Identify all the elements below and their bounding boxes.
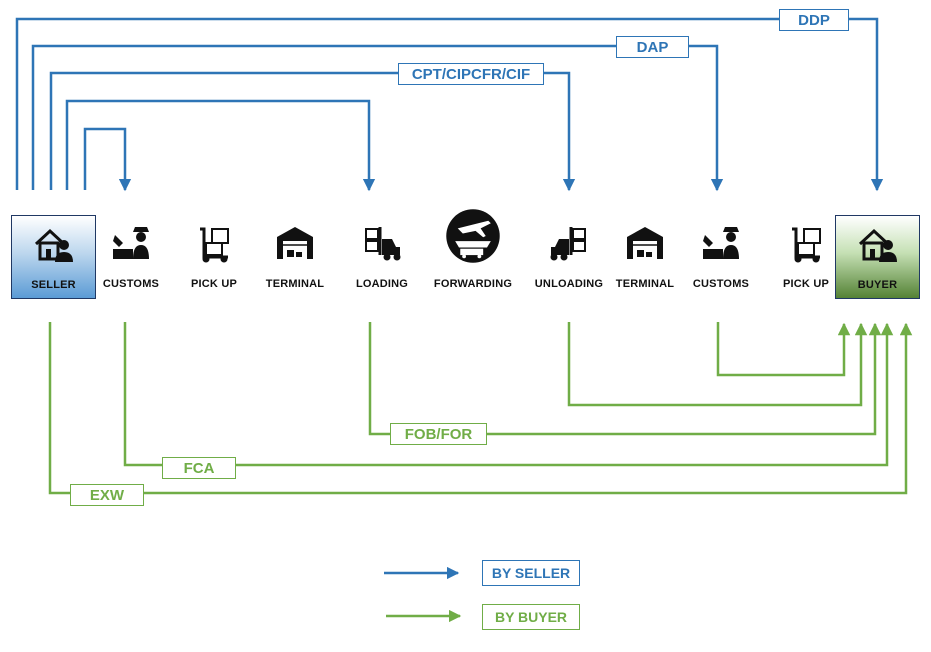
node-label: UNLOADING xyxy=(534,278,604,290)
node-label: TERMINAL xyxy=(265,278,325,290)
loading-seller-line xyxy=(65,99,376,192)
node-label: PICK UP xyxy=(190,278,238,290)
pickup-destination-node: PICK UP xyxy=(773,215,839,299)
seller-node: SELLER xyxy=(11,215,96,299)
plane-ship-truck-icon xyxy=(446,209,500,263)
seller-house-person-icon xyxy=(34,228,73,262)
node-label: SELLER xyxy=(31,279,76,291)
ddp-line xyxy=(15,17,884,192)
hand-truck-icon xyxy=(200,227,229,263)
legend-by-buyer: BY BUYER xyxy=(482,604,580,630)
node-label: CUSTOMS xyxy=(692,278,750,290)
buyer-house-person-icon xyxy=(858,228,897,262)
fob-for-term-label: FOB/FOR xyxy=(390,423,487,445)
forklift-icon xyxy=(365,227,401,261)
terminal-destination-node: TERMINAL xyxy=(612,215,678,299)
customs-officer-icon xyxy=(113,227,149,259)
cpt-cip-cfr-cif-term-label: CPT/CIPCFR/CIF xyxy=(398,63,544,85)
hand-truck-icon xyxy=(792,227,821,263)
warehouse-icon xyxy=(277,227,313,259)
dap-term-label: DAP xyxy=(616,36,689,58)
node-label: PICK UP xyxy=(782,278,830,290)
node-label: TERMINAL xyxy=(615,278,675,290)
pickup-origin-node: PICK UP xyxy=(181,215,247,299)
warehouse-icon xyxy=(627,227,663,259)
legend-by-seller: BY SELLER xyxy=(482,560,580,586)
customs-officer-icon xyxy=(703,227,739,259)
loading-node: LOADING xyxy=(349,215,415,299)
exw-line xyxy=(48,322,913,495)
customs-seller-line xyxy=(83,127,132,192)
dap-line xyxy=(31,44,724,192)
fca-term-label: FCA xyxy=(162,457,236,479)
fob-for-line xyxy=(368,322,882,436)
customs-origin-node: CUSTOMS xyxy=(98,215,164,299)
cpt-cip-cfr-cif-line xyxy=(49,71,576,192)
terminal-origin-node: TERMINAL xyxy=(262,215,328,299)
buyer-node: BUYER xyxy=(835,215,920,299)
ddp-term-label: DDP xyxy=(779,9,849,31)
customs-destination-node: CUSTOMS xyxy=(688,215,754,299)
node-label: LOADING xyxy=(355,278,409,290)
exw-term-label: EXW xyxy=(70,484,144,506)
node-label: FORWARDING xyxy=(433,278,513,290)
node-label: BUYER xyxy=(857,279,898,291)
node-label: CUSTOMS xyxy=(102,278,160,290)
forklift-icon xyxy=(550,227,586,261)
customs-buyer-line xyxy=(716,322,851,377)
unloading-node: UNLOADING xyxy=(532,215,606,299)
forwarding-node: FORWARDING xyxy=(428,209,518,299)
fca-line xyxy=(123,322,894,467)
unloading-buyer-line xyxy=(567,322,868,407)
